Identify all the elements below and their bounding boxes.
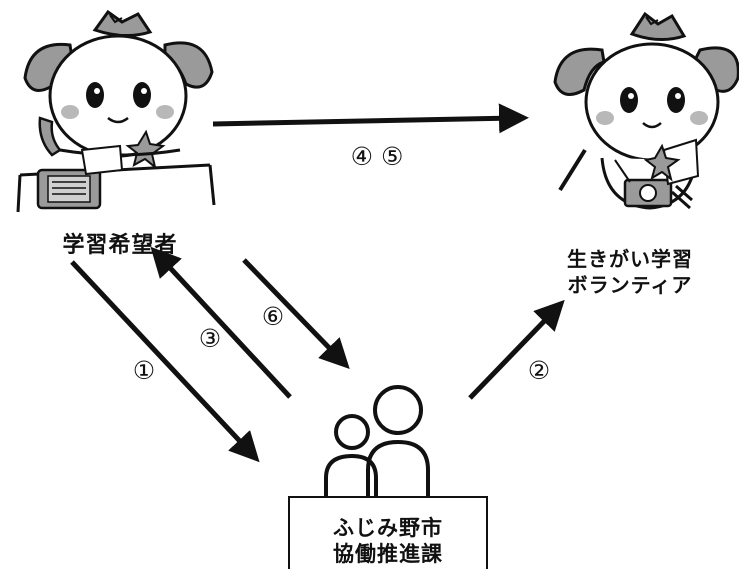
office-staff-icon (324, 385, 430, 496)
office-label-box: ふじみ野市 協働推進課 (288, 496, 488, 569)
step-2-number: ② (527, 356, 551, 385)
step-45-number: ④ ⑤ (350, 142, 404, 171)
arrow-step-6 (242, 258, 350, 370)
applicant-mascot-icon (16, 9, 216, 213)
applicant-label: 学習希望者 (62, 233, 178, 258)
office-label-line2: 協働推進課 (333, 542, 443, 566)
volunteer-label-line1: 生きがい学習 (567, 247, 693, 271)
step-1-number: ① (132, 356, 156, 385)
arrow-step-2 (468, 299, 565, 400)
arrow-step-3 (150, 246, 292, 399)
volunteer-mascot-icon (553, 11, 739, 210)
volunteer-label-line2: ボランティア (567, 273, 693, 297)
arrow-step-45 (212, 103, 529, 134)
step-6-number: ⑥ (261, 302, 285, 331)
step-3-number: ③ (198, 324, 222, 353)
arrow-step-1 (70, 260, 260, 463)
flow-arrows (70, 103, 565, 463)
office-label-line1: ふじみ野市 (333, 516, 443, 540)
